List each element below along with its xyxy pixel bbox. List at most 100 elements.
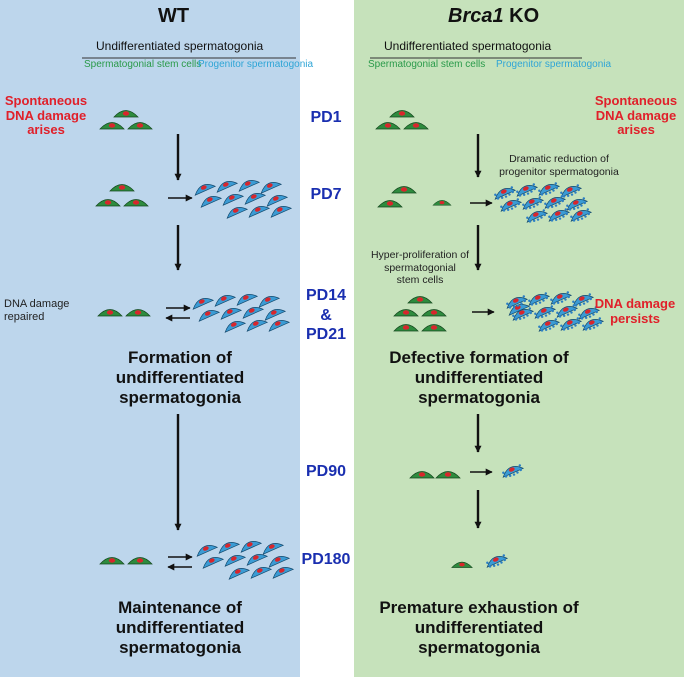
wt-pd180-progenitor-cell-1 (196, 545, 219, 557)
timepoint-pd14-pd21: PD14 & PD21 (305, 287, 347, 344)
timepoint-pd7: PD7 (310, 186, 342, 203)
ko-pd7-progenitor-cell-10 (548, 208, 571, 222)
wt-pd1-stem-cell-2 (99, 122, 125, 130)
wt-pd14-progenitor-cell-6 (220, 308, 243, 320)
ko-title-gene: Brca1 (448, 5, 504, 27)
ko-header: Undifferentiated spermatogonia (384, 39, 552, 53)
wt-pd7-progenitor-cell-4 (260, 182, 283, 194)
ko-damage-persists-label: DNA damage persists (594, 296, 676, 326)
wt-pd14-progenitor-cell-1 (192, 298, 215, 310)
ko-pd14-progenitor-cell-2 (528, 292, 551, 306)
wt-pd14-progenitor-cell-7 (242, 307, 265, 319)
ko-pd180-stem-cell-1 (451, 561, 473, 568)
ko-pd14-stem-cell-4 (393, 324, 419, 332)
ko-pd90-stem-cell-1 (409, 471, 435, 479)
wt-pd7-progenitor-cell-9 (226, 207, 249, 219)
ko-pd7-progenitor-cell-1 (494, 186, 517, 200)
timepoint-pd180: PD180 (301, 551, 351, 568)
ko-progenitor-reduction-label: Dramatic reduction of progenitor spermat… (499, 153, 619, 178)
ko-pd180-progenitor-cell-1 (486, 554, 509, 568)
ko-pd7-stem-cell-3 (432, 200, 452, 206)
ko-pd7-stem-cell-2 (377, 200, 403, 208)
wt-pd14-progenitor-cell-3 (236, 294, 259, 306)
ko-pd14-progenitor-cell-10 (560, 317, 583, 331)
wt-pd180-stem-cell-2 (127, 557, 153, 565)
wt-stem-cells-label: Spermatogonial stem cells (84, 59, 202, 70)
timepoint-pd1: PD1 (310, 109, 342, 126)
wt-pd14-stem-cell-2 (125, 309, 151, 317)
ko-pd1-stem-cell-1 (389, 110, 415, 118)
wt-pd7-stem-cell-3 (123, 199, 149, 207)
ko-pd14-progenitor-cell-8 (578, 306, 601, 320)
arrows (165, 134, 495, 571)
wt-pd180-progenitor-cell-6 (224, 555, 247, 567)
ko-pd7-progenitor-cell-3 (538, 182, 561, 196)
ko-stem-cells-label: Spermatogonial stem cells (368, 59, 486, 70)
wt-pd7-progenitor-cell-6 (222, 194, 245, 206)
ko-progenitor-label: Progenitor spermatogonia (496, 59, 612, 70)
wt-damage-repaired-label: DNA damage repaired (4, 298, 70, 324)
ko-pd14-progenitor-cell-3 (550, 291, 573, 305)
ko-pd7-stem-cell-1 (391, 186, 417, 194)
wt-pd7-progenitor-cell-1 (194, 184, 217, 196)
ko-pd14-progenitor-cell-9 (538, 318, 561, 332)
wt-pd7-progenitor-cell-5 (200, 196, 223, 208)
wt-pd180-progenitor-cell-3 (240, 541, 263, 553)
ko-pd7-progenitor-cell-7 (544, 195, 567, 209)
ko-title: Brca1 KO (448, 5, 539, 28)
wt-pd14-progenitor-cell-4 (258, 296, 281, 308)
ko-pd7-progenitor-cell-6 (522, 196, 545, 210)
ko-pd14-stem-cell-3 (421, 309, 447, 317)
ko-pd7-progenitor-cell-11 (570, 208, 593, 222)
wt-formation-label: Formation of undifferentiated spermatogo… (115, 348, 245, 407)
wt-pd180-progenitor-cell-8 (268, 556, 291, 568)
wt-header: Undifferentiated spermatogonia (96, 39, 264, 53)
wt-pd7-progenitor-cell-7 (244, 193, 267, 205)
wt-pd7-progenitor-cell-2 (216, 181, 239, 193)
ko-pd14-progenitor-cell-6 (534, 305, 557, 319)
wt-pd7-progenitor-cell-11 (270, 206, 293, 218)
wt-pd14-progenitor-cell-5 (198, 310, 221, 322)
ko-pd14-progenitor-cell-5 (512, 307, 535, 321)
wt-pd14-progenitor-cell-11 (268, 320, 291, 332)
wt-pd7-stem-cell-1 (109, 184, 135, 192)
wt-pd14-stem-cell-1 (97, 309, 123, 317)
ko-premature-exhaustion-label: Premature exhaustion of undifferentiated… (379, 598, 579, 657)
wt-pd180-progenitor-cell-2 (218, 542, 241, 554)
ko-pd14-stem-cell-2 (393, 309, 419, 317)
wt-pd180-progenitor-cell-4 (262, 543, 285, 555)
wt-pd7-stem-cell-2 (95, 199, 121, 207)
wt-pd7-progenitor-cell-8 (266, 195, 289, 207)
wt-pd180-stem-cell-1 (99, 557, 125, 565)
ko-pd14-stem-cell-1 (407, 296, 433, 304)
ko-pd1-stem-cell-3 (403, 122, 429, 130)
ko-title-suffix: KO (503, 5, 540, 27)
wt-title: WT (158, 5, 190, 27)
cells (95, 110, 605, 580)
wt-pd14-progenitor-cell-2 (214, 295, 237, 307)
ko-pd1-stem-cell-2 (375, 122, 401, 130)
wt-pd14-progenitor-cell-9 (224, 321, 247, 333)
ko-pd14-stem-cell-5 (421, 324, 447, 332)
wt-pd7-progenitor-cell-3 (238, 180, 261, 192)
wt-pd7-progenitor-cell-10 (248, 206, 271, 218)
ko-pd90-stem-cell-2 (435, 471, 461, 479)
wt-progenitor-label: Progenitor spermatogonia (198, 59, 314, 70)
ko-hyperproliferation-label: Hyper-proliferation of spermatogonial st… (370, 249, 470, 287)
timepoint-pd90: PD90 (305, 463, 347, 480)
ko-pd7-progenitor-cell-8 (566, 197, 589, 211)
wt-maintenance-label: Maintenance of undifferentiated spermato… (115, 598, 245, 657)
ko-pd14-progenitor-cell-7 (556, 304, 579, 318)
ko-defective-formation-label: Defective formation of undifferentiated … (389, 348, 569, 407)
ko-pd7-progenitor-cell-4 (560, 184, 583, 198)
wt-pd180-progenitor-cell-10 (250, 567, 273, 579)
ko-pd14-progenitor-cell-1 (506, 295, 529, 309)
wt-pd14-progenitor-cell-8 (264, 309, 287, 321)
ko-pd7-progenitor-cell-5 (500, 198, 523, 212)
wt-pd14-progenitor-cell-10 (246, 320, 269, 332)
ko-pd7-progenitor-cell-9 (526, 209, 549, 223)
ko-spontaneous-damage-label: Spontaneous DNA damage arises (594, 93, 678, 138)
wt-pd180-progenitor-cell-7 (246, 554, 269, 566)
